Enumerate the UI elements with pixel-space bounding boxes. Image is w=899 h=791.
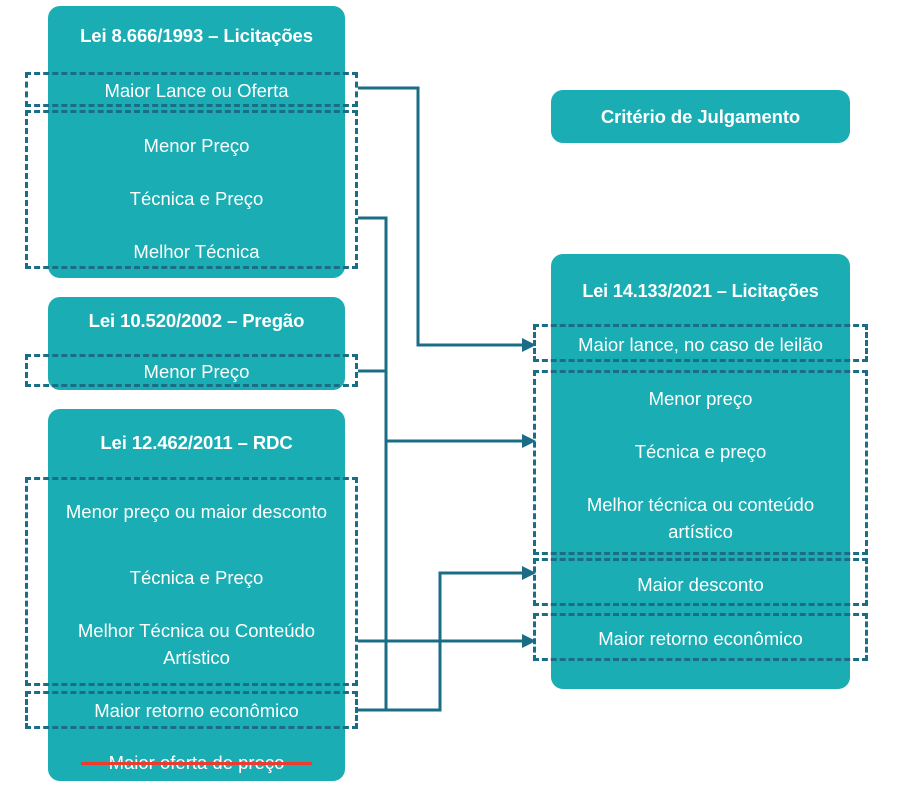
card-criterio-julgamento[interactable] bbox=[551, 90, 850, 143]
highlight-14133-maior-desconto[interactable] bbox=[533, 558, 868, 606]
card-lei-12462[interactable] bbox=[48, 409, 345, 781]
highlight-14133-middle-group[interactable] bbox=[533, 370, 868, 555]
highlight-8666-lower-group[interactable] bbox=[25, 110, 358, 269]
strikethrough-rdc-maior-oferta bbox=[81, 762, 312, 765]
highlight-14133-maior-retorno[interactable] bbox=[533, 613, 868, 661]
highlight-14133-maior-lance[interactable] bbox=[533, 324, 868, 362]
card-lei-8666[interactable] bbox=[48, 6, 345, 278]
highlight-rdc-maior-retorno[interactable] bbox=[25, 691, 358, 729]
highlight-10520-menor-preco[interactable] bbox=[25, 354, 358, 387]
highlight-rdc-upper-group[interactable] bbox=[25, 477, 358, 686]
highlight-8666-maior-lance[interactable] bbox=[25, 72, 358, 107]
card-lei-10520[interactable] bbox=[48, 297, 345, 390]
